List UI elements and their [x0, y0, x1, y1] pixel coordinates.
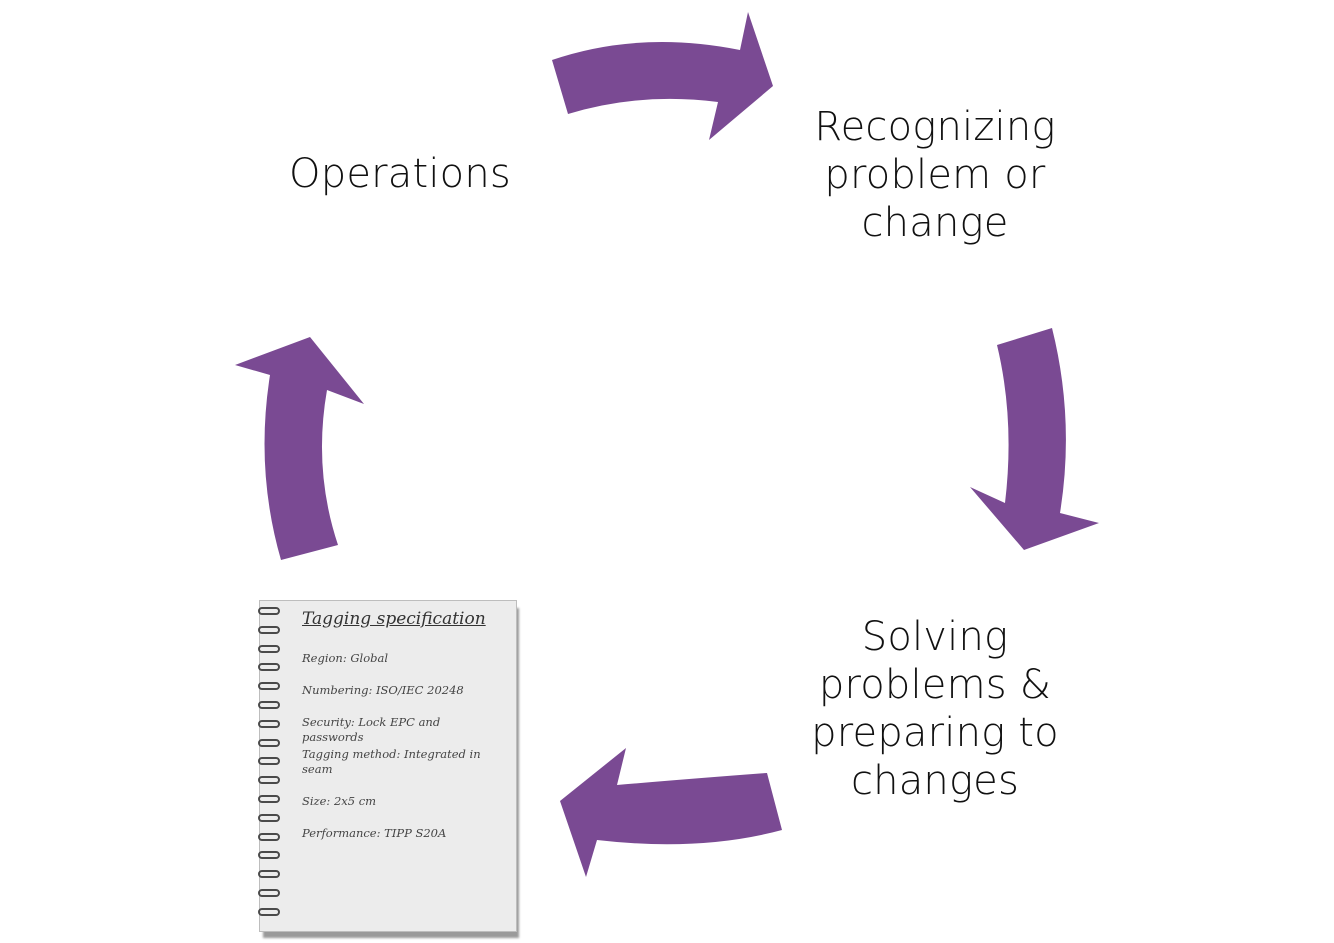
stage-recognizing: Recognizing problem or change	[780, 103, 1090, 247]
stage-solving-line: preparing to	[811, 710, 1059, 756]
spiral-ring-icon	[258, 870, 280, 879]
spiral-ring-icon	[258, 607, 280, 615]
spiral-ring-icon	[258, 738, 280, 747]
spiral-ring-icon	[258, 757, 280, 766]
spiral-ring-icon	[258, 663, 280, 672]
spec-item: Security: Lock EPC and passwords	[302, 715, 441, 744]
spec-item: Numbering: ISO/IEC 20248	[302, 683, 464, 697]
stage-solving-line: problems &	[818, 662, 1052, 708]
spec-notebook: Tagging specification Region: Global Num…	[255, 600, 519, 938]
spiral-ring-icon	[258, 701, 280, 709]
spiral-ring-icon	[258, 795, 280, 803]
spiral-ring-icon	[258, 832, 280, 841]
spiral-ring-icon	[258, 813, 280, 822]
stage-operations: Operations	[275, 150, 525, 198]
stage-solving-line: changes	[850, 758, 1020, 804]
spiral-ring-icon	[258, 644, 280, 653]
spec-item: Tagging method: Integrated in seam	[302, 747, 481, 776]
stage-operations-line: Operations	[289, 151, 511, 197]
spec-item: Size: 2x5 cm	[302, 794, 377, 808]
stage-recognizing-line: problem or	[824, 152, 1046, 198]
spiral-ring-icon	[258, 625, 280, 634]
spec-item: Region: Global	[302, 651, 389, 665]
notebook-page: Tagging specification Region: Global Num…	[258, 600, 517, 932]
stage-solving-line: Solving	[861, 614, 1009, 660]
spec-item: Performance: TIPP S20A	[302, 826, 447, 840]
arrow-right	[970, 328, 1099, 550]
stage-solving: Solving problems & preparing to changes	[780, 613, 1090, 805]
arrow-left	[235, 337, 364, 560]
arrow-top	[552, 12, 773, 140]
spiral-ring-icon	[258, 889, 280, 897]
spiral-ring-icon	[258, 907, 280, 916]
stage-recognizing-line: change	[861, 200, 1009, 246]
spiral-ring-icon	[258, 776, 280, 785]
spiral-ring-icon	[258, 682, 280, 691]
stage-recognizing-line: Recognizing	[814, 104, 1056, 150]
arrow-bottom	[560, 748, 782, 877]
spiral-ring-icon	[258, 719, 280, 728]
notebook-title: Tagging specification	[302, 609, 486, 629]
spiral-ring-icon	[258, 851, 280, 860]
